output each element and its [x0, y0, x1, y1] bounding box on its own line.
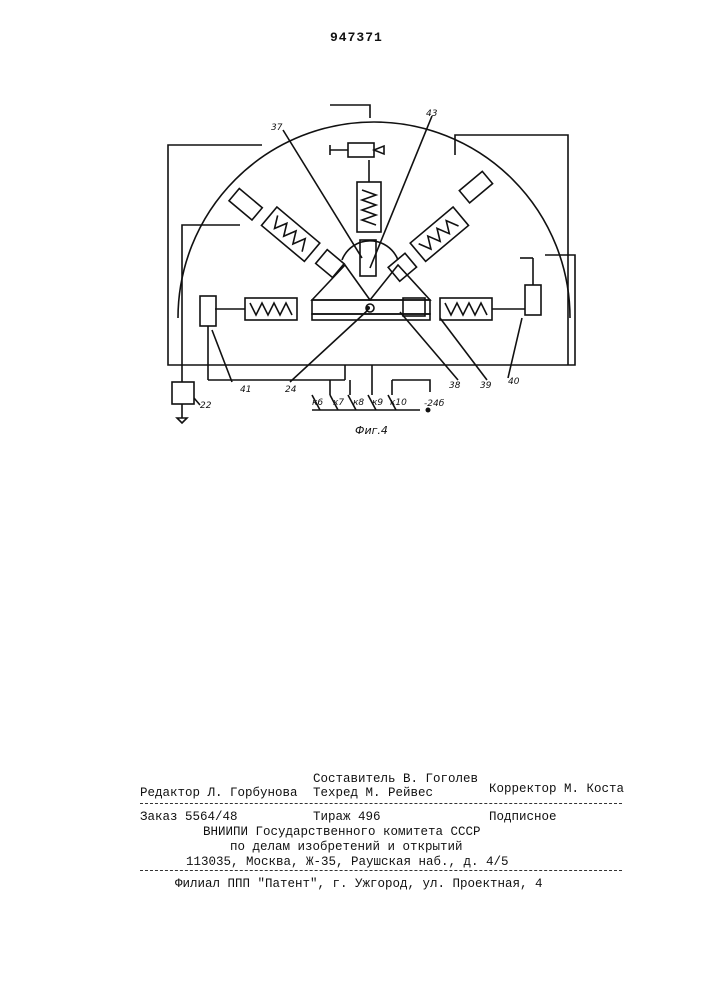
label-24: 24 [285, 385, 297, 395]
org-line-2: по делам изобретений и открытий [230, 840, 463, 854]
top-supply-line [330, 105, 370, 118]
contact-k9: к9 [372, 398, 383, 408]
order-number: Заказ 5564/48 [140, 810, 238, 824]
label-37: 37 [271, 123, 283, 133]
label-43: 43 [426, 109, 438, 119]
label-39: 39 [480, 381, 492, 391]
figure-caption: Фиг.4 [355, 424, 388, 437]
corrector: Корректор М. Коста [489, 782, 624, 796]
divider-2 [140, 870, 622, 871]
label-24b: -24б [424, 399, 445, 409]
techred: Техред М. Рейвес [313, 786, 433, 800]
label-41: 41 [240, 385, 251, 395]
branch-line: Филиал ППП "Патент", г. Ужгород, ул. Про… [175, 877, 543, 891]
contact-k8: к8 [353, 398, 364, 408]
address: 113035, Москва, Ж-35, Раушская наб., д. … [186, 855, 509, 869]
divider-1 [140, 803, 622, 804]
left-supply-line [168, 145, 575, 365]
label-40: 40 [508, 377, 520, 387]
label-38: 38 [449, 381, 461, 391]
org-line-1: ВНИИПИ Государственного комитета СССР [203, 825, 481, 839]
right-supply-line [455, 135, 568, 365]
circulation: Тираж 496 [313, 810, 381, 824]
contact-k10: к10 [390, 398, 407, 408]
compiler: Составитель В. Гоголев [313, 772, 478, 786]
editor: Редактор Л. Горбунова [140, 786, 298, 800]
subscription: Подписное [489, 810, 557, 824]
figure-4-schematic: 37 43 41 24 22 38 39 40 -24б к6 к7 к8 к9… [0, 0, 707, 470]
contact-k7: к7 [333, 398, 344, 408]
label-22: 22 [200, 401, 212, 411]
contact-k6: к6 [312, 398, 323, 408]
